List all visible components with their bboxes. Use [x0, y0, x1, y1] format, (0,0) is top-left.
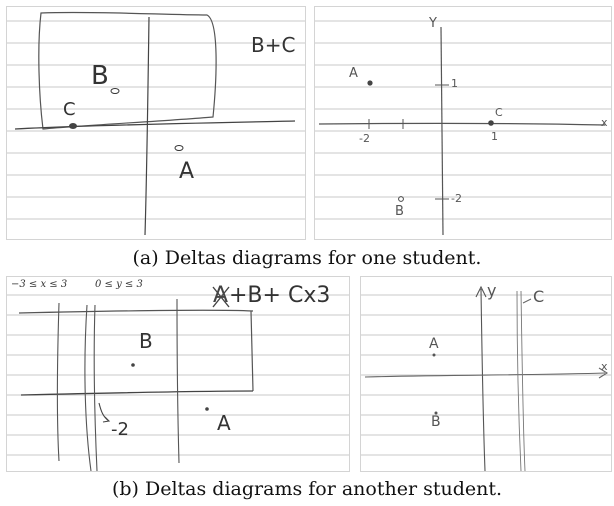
bounding-box — [38, 11, 217, 130]
y-axis — [480, 288, 486, 471]
caption-a: (a) Deltas diagrams for one student. — [132, 247, 482, 269]
ruled-lines — [7, 20, 305, 220]
arrow-label: -2 — [111, 419, 129, 440]
panel-b-right: y C A B x — [360, 276, 612, 472]
x-axis — [14, 120, 296, 130]
panel-b-left: −3 ≤ x ≤ 3 0 ≤ y ≤ 3 A +B+ Cx3 B A -2 — [6, 276, 350, 472]
box-right — [250, 310, 254, 392]
point-A — [174, 145, 184, 151]
point-C — [69, 123, 77, 129]
label-A: A — [429, 336, 439, 352]
label-A: A — [179, 159, 195, 184]
point-A — [367, 80, 373, 86]
label-B: B — [91, 61, 109, 91]
caption-b: (b) Deltas diagrams for another student. — [111, 478, 503, 500]
label-A: A — [217, 411, 231, 435]
y-arrow — [475, 285, 487, 298]
y-axis — [144, 16, 150, 236]
box-top — [18, 309, 254, 314]
label-A: A — [349, 66, 358, 81]
point-C — [488, 120, 494, 126]
axis-y-label: Y — [429, 16, 437, 31]
note-crossed: A — [213, 283, 229, 308]
axis-x-label: x — [601, 360, 608, 373]
note-B-plus-C: B+C — [251, 33, 296, 57]
label-B: B — [139, 329, 153, 353]
label-C: C — [533, 287, 545, 306]
point-B — [131, 363, 135, 367]
label-B: B — [431, 414, 441, 430]
arrow — [98, 402, 111, 423]
strike — [212, 286, 230, 308]
label-B: B — [395, 204, 404, 219]
panel-a-left-sketch — [7, 11, 305, 236]
x-arrow — [598, 367, 609, 379]
panel-b-left-sketch — [7, 286, 349, 471]
tick-label-y-pos1: 1 — [451, 77, 458, 90]
axis-y-label: y — [487, 281, 497, 300]
label-C: C — [63, 99, 76, 120]
note-expression: +B+ Cx3 — [229, 283, 331, 308]
range-x: −3 ≤ x ≤ 3 — [11, 279, 68, 290]
x-axis — [318, 122, 606, 126]
x-axis — [20, 390, 254, 396]
point-B — [398, 196, 404, 202]
label-C: C — [495, 106, 503, 119]
point-B — [110, 88, 120, 94]
tick-label-y-neg2: -2 — [451, 192, 462, 205]
panel-a-left: B C A B+C — [6, 6, 306, 240]
ruled-lines — [315, 20, 611, 220]
x-axis — [364, 372, 606, 378]
y-axis — [84, 304, 98, 471]
tick-label-x-pos1: 1 — [491, 130, 498, 143]
tick-label-x-neg2: -2 — [359, 132, 370, 145]
panel-a-right-sketch — [315, 20, 611, 236]
panel-a-right: Y A 1 C 1 -2 x B -2 — [314, 6, 612, 240]
ruled-lines — [361, 294, 611, 456]
point-B — [434, 411, 438, 415]
point-C-mark — [522, 298, 532, 304]
right-bound — [176, 298, 180, 464]
panel-b-right-sketch — [361, 285, 611, 471]
left-bound — [56, 302, 60, 462]
point-A — [432, 353, 436, 357]
axis-x-label: x — [601, 116, 608, 129]
range-y: 0 ≤ y ≤ 3 — [95, 279, 143, 290]
vertical-bound — [516, 290, 526, 471]
y-axis — [440, 26, 444, 236]
point-A — [205, 407, 209, 411]
